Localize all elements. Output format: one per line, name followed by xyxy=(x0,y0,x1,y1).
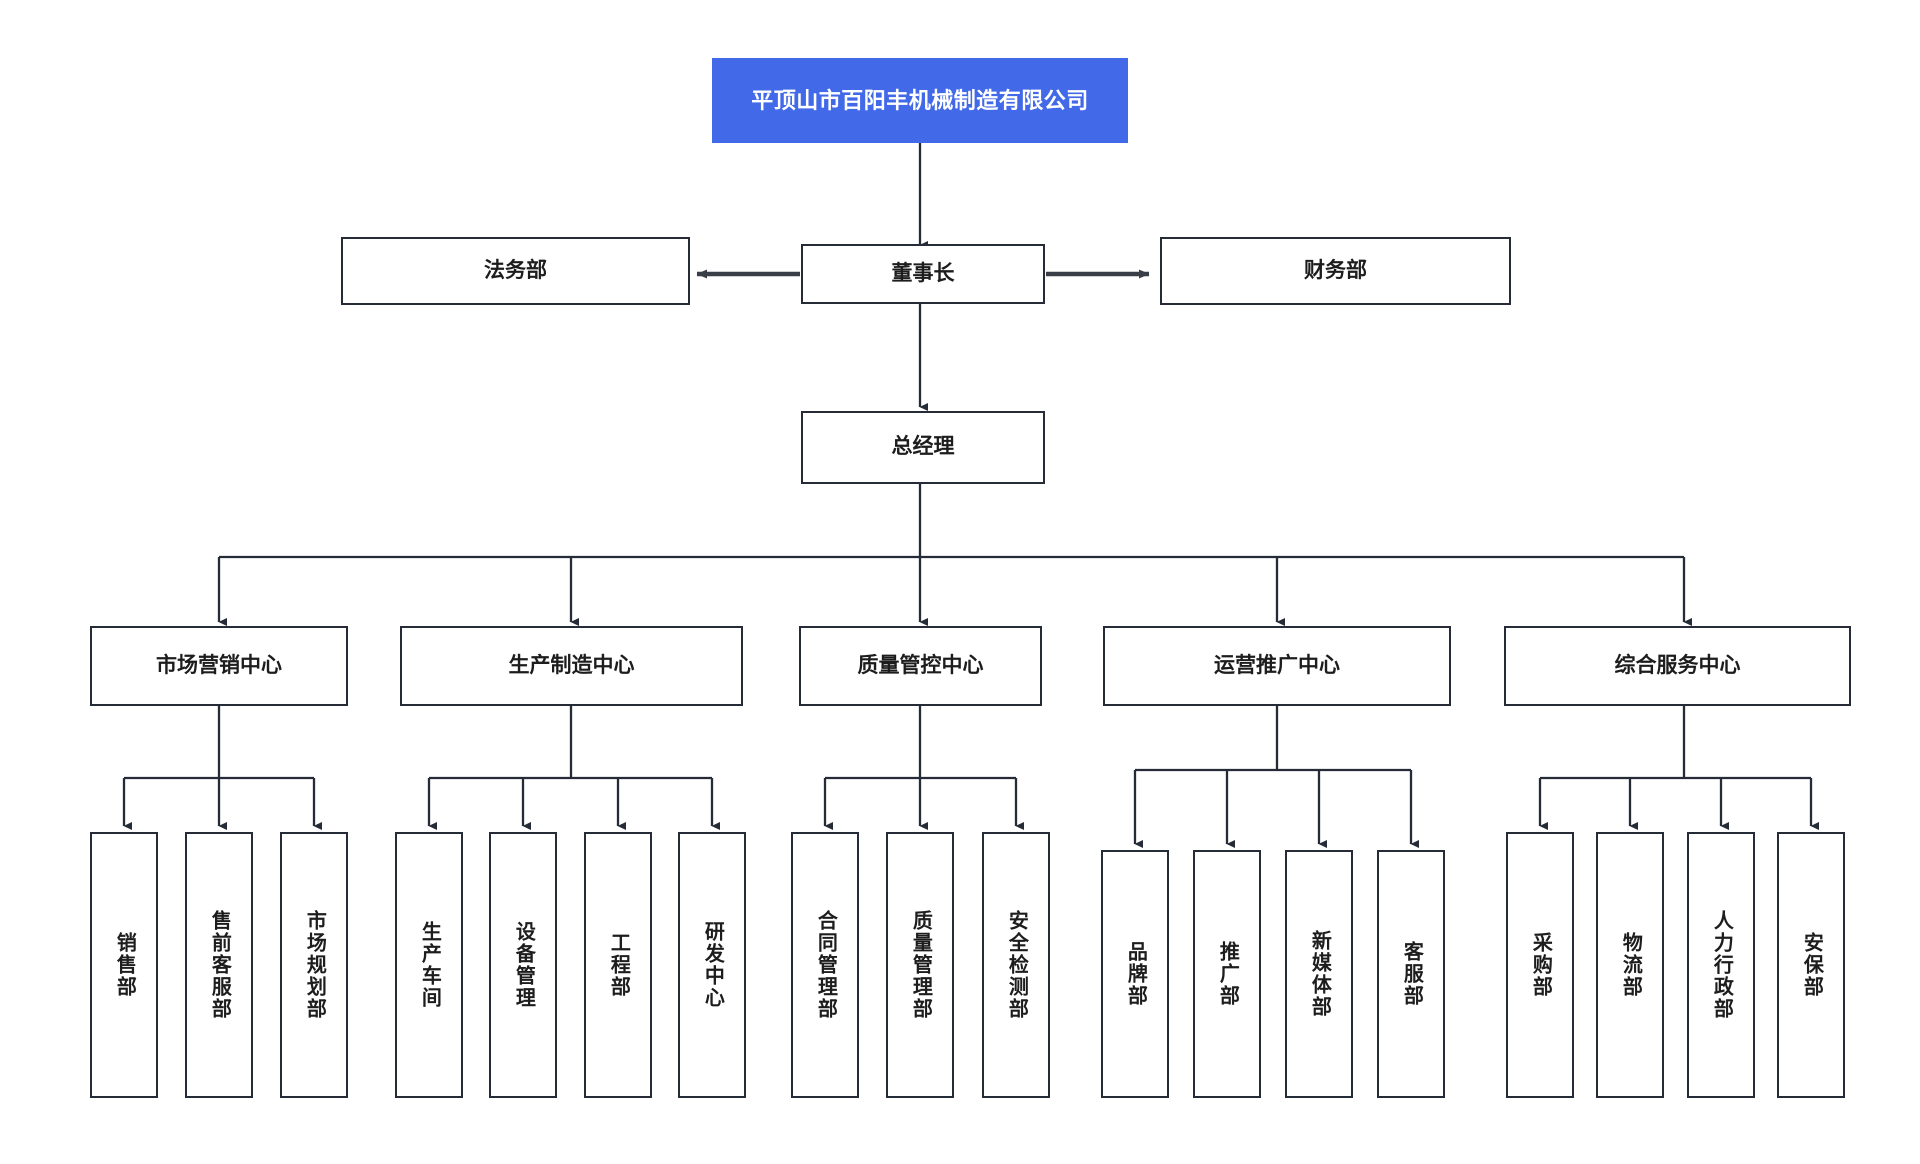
node-dept-contract-management[interactable]: 合同管理部 xyxy=(791,832,859,1098)
node-center-general-services-label: 综合服务中心 xyxy=(1614,653,1741,677)
node-dept-engineering[interactable]: 工程部 xyxy=(584,832,652,1098)
node-dept-safety-inspection[interactable]: 安全检测部 xyxy=(982,832,1050,1098)
node-center-operations-label: 运营推广中心 xyxy=(1214,653,1340,677)
node-center-manufacturing-label: 生产制造中心 xyxy=(508,653,635,677)
node-center-marketing[interactable]: 市场营销中心 xyxy=(90,626,348,706)
node-dept-customer-service[interactable]: 客服部 xyxy=(1377,850,1445,1098)
node-dept-quality-management-label: 质量管理部 xyxy=(909,910,932,1020)
node-dept-security-label: 安保部 xyxy=(1800,932,1823,998)
node-center-operations[interactable]: 运营推广中心 xyxy=(1103,626,1451,706)
node-dept-market-planning[interactable]: 市场规划部 xyxy=(280,832,348,1098)
node-company[interactable]: 平顶山市百阳丰机械制造有限公司 xyxy=(712,58,1128,143)
node-dept-sales[interactable]: 销售部 xyxy=(90,832,158,1098)
node-dept-logistics-label: 物流部 xyxy=(1619,932,1642,998)
node-dept-new-media-label: 新媒体部 xyxy=(1308,930,1331,1018)
node-finance-department[interactable]: 财务部 xyxy=(1160,237,1511,305)
node-dept-promotion[interactable]: 推广部 xyxy=(1193,850,1261,1098)
node-general-manager[interactable]: 总经理 xyxy=(801,411,1045,484)
node-dept-customer-service-label: 客服部 xyxy=(1400,941,1423,1007)
node-dept-engineering-label: 工程部 xyxy=(607,932,630,998)
node-dept-contract-management-label: 合同管理部 xyxy=(814,910,837,1020)
node-dept-procurement[interactable]: 采购部 xyxy=(1506,832,1574,1098)
node-dept-logistics[interactable]: 物流部 xyxy=(1596,832,1664,1098)
node-chairman-label: 董事长 xyxy=(891,261,955,285)
node-company-label: 平顶山市百阳丰机械制造有限公司 xyxy=(751,87,1089,113)
node-dept-production-workshop-label: 生产车间 xyxy=(418,921,441,1009)
node-dept-equipment-management-label: 设备管理 xyxy=(512,921,535,1009)
node-dept-hr-administration[interactable]: 人力行政部 xyxy=(1687,832,1755,1098)
node-dept-safety-inspection-label: 安全检测部 xyxy=(1005,910,1028,1020)
node-dept-security[interactable]: 安保部 xyxy=(1777,832,1845,1098)
node-dept-production-workshop[interactable]: 生产车间 xyxy=(395,832,463,1098)
node-dept-market-planning-label: 市场规划部 xyxy=(303,910,326,1020)
node-dept-quality-management[interactable]: 质量管理部 xyxy=(886,832,954,1098)
node-dept-sales-label: 销售部 xyxy=(113,932,136,998)
node-dept-rd-center[interactable]: 研发中心 xyxy=(678,832,746,1098)
node-dept-presales-service[interactable]: 售前客服部 xyxy=(185,832,253,1098)
node-dept-new-media[interactable]: 新媒体部 xyxy=(1285,850,1353,1098)
node-chairman[interactable]: 董事长 xyxy=(801,244,1045,304)
node-legal-department-label: 法务部 xyxy=(484,258,547,282)
node-dept-hr-administration-label: 人力行政部 xyxy=(1710,910,1733,1020)
node-center-quality-label: 质量管控中心 xyxy=(857,653,984,677)
node-center-general-services[interactable]: 综合服务中心 xyxy=(1504,626,1851,706)
node-center-marketing-label: 市场营销中心 xyxy=(156,653,282,677)
node-general-manager-label: 总经理 xyxy=(891,435,955,459)
node-center-manufacturing[interactable]: 生产制造中心 xyxy=(400,626,743,706)
node-center-quality[interactable]: 质量管控中心 xyxy=(799,626,1042,706)
node-dept-brand[interactable]: 品牌部 xyxy=(1101,850,1169,1098)
node-dept-promotion-label: 推广部 xyxy=(1216,941,1239,1007)
node-dept-procurement-label: 采购部 xyxy=(1529,932,1552,998)
node-dept-presales-service-label: 售前客服部 xyxy=(208,910,231,1020)
node-dept-equipment-management[interactable]: 设备管理 xyxy=(489,832,557,1098)
node-legal-department[interactable]: 法务部 xyxy=(341,237,690,305)
node-dept-brand-label: 品牌部 xyxy=(1124,941,1147,1007)
node-dept-rd-center-label: 研发中心 xyxy=(701,921,724,1009)
node-finance-department-label: 财务部 xyxy=(1304,258,1367,282)
